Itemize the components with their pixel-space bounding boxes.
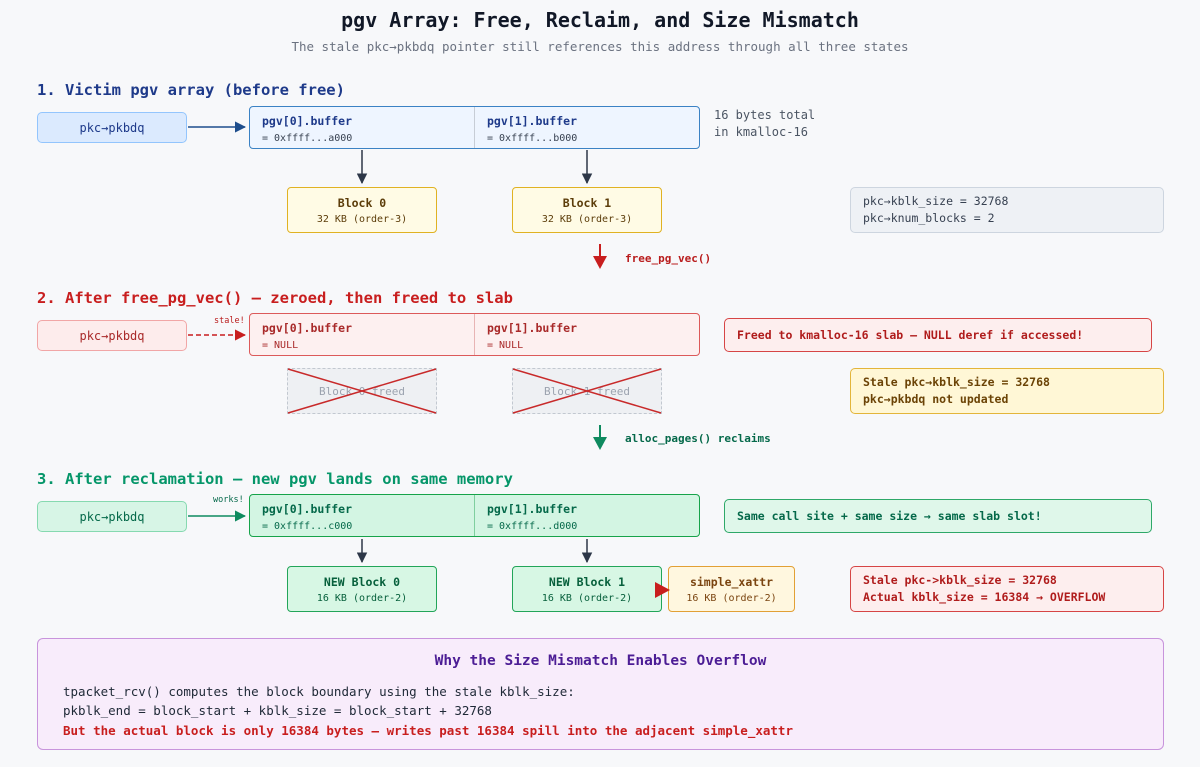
pgv-cell-value: = NULL — [487, 340, 524, 351]
pkbdq-pointer-box-stale: pkc→pkbdq — [37, 320, 187, 351]
pgv-cell-1: pgv[1].buffer = NULL — [474, 314, 699, 355]
stale-tag: stale! — [214, 316, 245, 326]
pkbdq-pointer-box-reclaimed: pkc→pkbdq — [37, 501, 187, 532]
overflow-note: Stale pkc->kblk_size = 32768 Actual kblk… — [850, 566, 1164, 612]
alloc-pages-transition-label: alloc_pages() reclaims — [625, 432, 771, 445]
block-name: Block 0 — [337, 195, 387, 210]
why-line: pkblk_end = block_start + kblk_size = bl… — [63, 703, 492, 718]
info-line: pkc→knum_blocks = 2 — [863, 211, 995, 225]
why-line: But the actual block is only 16384 bytes… — [63, 723, 793, 738]
pgv-cell-1: pgv[1].buffer = 0xffff...b000 — [474, 107, 699, 148]
size-note-line: 16 bytes total — [714, 108, 816, 122]
pgv-cell-label: pgv[0].buffer — [262, 502, 353, 516]
pgv-cell-label: pgv[1].buffer — [487, 114, 578, 128]
block-size: 16 KB (order-2) — [316, 592, 408, 604]
transition-arrowhead-reclaim — [593, 437, 607, 450]
pgv-cell-value: = 0xffff...b000 — [487, 133, 578, 144]
why-title: Why the Size Mismatch Enables Overflow — [434, 653, 767, 669]
overflow-note-line: Stale pkc->kblk_size = 32768 — [863, 573, 1057, 587]
section-heading-after-reclaim: 3. After reclamation — new pgv lands on … — [37, 470, 513, 488]
works-tag: works! — [213, 495, 244, 505]
block-name: NEW Block 0 — [323, 574, 401, 589]
transition-arrowhead-free — [593, 256, 607, 269]
pgv-cell-value: = 0xffff...d000 — [487, 521, 578, 532]
array-size-note: 16 bytes total in kmalloc-16 — [714, 107, 815, 141]
block-0: Block 0 32 KB (order-3) — [287, 187, 437, 233]
stale-note-line: pkc→pkbdq not updated — [863, 392, 1009, 406]
pgv-cell-0: pgv[0].buffer = 0xffff...c000 — [250, 495, 474, 536]
pgv-cell-label: pgv[1].buffer — [487, 502, 578, 516]
same-slab-callout: Same call site + same size → same slab s… — [724, 499, 1152, 533]
pgv-array-after-free: pgv[0].buffer = NULL pgv[1].buffer = NUL… — [249, 313, 700, 356]
freed-block-1: Block 1 freed — [512, 368, 662, 414]
new-block-0: NEW Block 0 16 KB (order-2) — [287, 566, 437, 612]
block-name: NEW Block 1 — [548, 574, 626, 589]
freed-block-0: Block 0 freed — [287, 368, 437, 414]
section-heading-before-free: 1. Victim pgv array (before free) — [37, 81, 345, 99]
pgv-cell-label: pgv[1].buffer — [487, 321, 578, 335]
free-pg-vec-transition-label: free_pg_vec() — [625, 252, 712, 265]
size-note-line: in kmalloc-16 — [714, 125, 808, 139]
pgv-cell-value: = NULL — [262, 340, 299, 351]
section-heading-after-free: 2. After free_pg_vec() — zeroed, then fr… — [37, 289, 513, 307]
pgv-cell-0: pgv[0].buffer = NULL — [250, 314, 474, 355]
stale-note-line: Stale pkc→kblk_size = 32768 — [863, 375, 1050, 389]
pgv-cell-value: = 0xffff...a000 — [262, 133, 353, 144]
pgv-cell-label: pgv[0].buffer — [262, 321, 353, 335]
block-size: 16 KB (order-2) — [686, 592, 777, 604]
pgv-cell-label: pgv[0].buffer — [262, 114, 353, 128]
block-name: Block 1 — [562, 195, 612, 210]
pkbdq-pointer-box: pkc→pkbdq — [37, 112, 187, 143]
freed-warning-note: Freed to kmalloc-16 slab — NULL deref if… — [724, 318, 1152, 352]
why-explanation-box: Why the Size Mismatch Enables Overflow t… — [37, 638, 1164, 750]
stale-size-note: Stale pkc→kblk_size = 32768 pkc→pkbdq no… — [850, 368, 1164, 414]
block-size: 16 KB (order-2) — [541, 592, 633, 604]
simple-xattr-block: simple_xattr 16 KB (order-2) — [668, 566, 795, 612]
pgv-cell-1: pgv[1].buffer = 0xffff...d000 — [474, 495, 699, 536]
info-line: pkc→kblk_size = 32768 — [863, 194, 1009, 208]
block-size: 32 KB (order-3) — [316, 213, 408, 225]
diagram-subtitle: The stale pkc→pkbdq pointer still refere… — [291, 39, 909, 54]
block-name: simple_xattr — [689, 574, 774, 589]
why-line: tpacket_rcv() computes the block boundar… — [63, 684, 575, 699]
pgv-array-before-free: pgv[0].buffer = 0xffff...a000 pgv[1].buf… — [249, 106, 700, 149]
block-size: 32 KB (order-3) — [541, 213, 633, 225]
pgv-cell-value: = 0xffff...c000 — [262, 521, 353, 532]
pgv-cell-0: pgv[0].buffer = 0xffff...a000 — [250, 107, 474, 148]
pgv-array-reclaimed: pgv[0].buffer = 0xffff...c000 pgv[1].buf… — [249, 494, 700, 537]
diagram-title: pgv Array: Free, Reclaim, and Size Misma… — [341, 8, 859, 32]
kblk-info-note: pkc→kblk_size = 32768 pkc→knum_blocks = … — [850, 187, 1164, 233]
new-block-1: NEW Block 1 16 KB (order-2) — [512, 566, 662, 612]
overflow-note-line: Actual kblk_size = 16384 → OVERFLOW — [863, 590, 1106, 604]
block-1: Block 1 32 KB (order-3) — [512, 187, 662, 233]
